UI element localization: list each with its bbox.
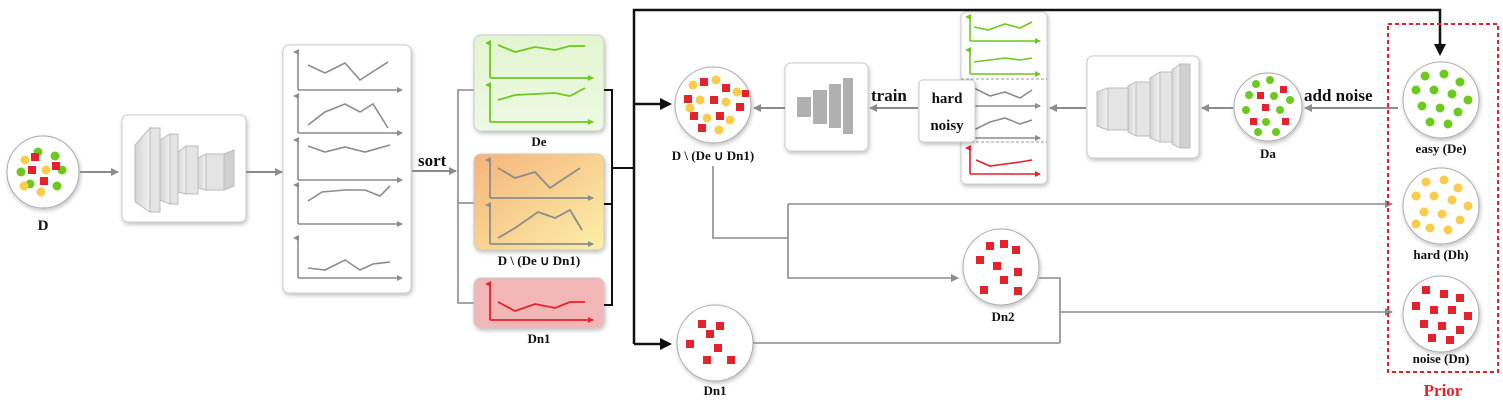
routing-lines	[632, 8, 1446, 350]
label-de: De	[531, 134, 546, 149]
dn1-circle	[676, 304, 754, 382]
label-d-minus-box: D \ (De ∪ Dn1)	[498, 253, 580, 268]
dot-set-icon	[16, 147, 67, 197]
merge-bracket	[604, 89, 634, 306]
dn2-circle	[962, 228, 1040, 306]
label-add-noise: add noise	[1304, 86, 1373, 105]
easy-circle	[1402, 61, 1480, 139]
dot-set-icon	[1242, 76, 1294, 136]
label-easy: easy (De)	[1416, 141, 1467, 156]
label-dn1: Dn1	[703, 383, 726, 398]
dot-set-icon	[686, 320, 735, 364]
flow-to-noise	[1039, 277, 1393, 343]
remaining-set-circle	[674, 66, 752, 144]
hard-candidates-box	[473, 153, 605, 251]
label-dn1-box: Dn1	[527, 331, 550, 346]
curve-panel	[960, 11, 1048, 185]
hard-circle	[1402, 167, 1480, 245]
dot-set-icon	[1411, 175, 1473, 235]
label-sort: sort	[418, 151, 447, 170]
label-hard-word: hard	[932, 91, 964, 107]
network-icon	[784, 62, 869, 152]
noise-circle	[1402, 275, 1480, 353]
hard-noisy-label-box: hard noisy	[918, 79, 976, 143]
label-d: D	[38, 218, 49, 234]
label-d-minus-circle: D \ (De ∪ Dn1)	[672, 148, 754, 163]
label-hard: hard (Dh)	[1413, 247, 1468, 262]
network-icon	[121, 114, 247, 223]
dot-set-icon	[1411, 69, 1473, 129]
dn1-box	[473, 277, 605, 329]
dot-set-icon	[684, 75, 749, 135]
label-noisy-word: noisy	[930, 118, 964, 134]
label-dn2: Dn2	[991, 309, 1014, 324]
dot-set-icon	[976, 240, 1022, 295]
flow-to-hard	[712, 166, 1393, 282]
sort-bracket	[457, 89, 474, 304]
label-da: Da	[1260, 146, 1276, 161]
loss-curve-icon	[282, 44, 412, 294]
prior-box	[1387, 23, 1499, 373]
de-box	[473, 34, 605, 132]
dataset-d-circle	[6, 135, 80, 209]
label-train: train	[871, 86, 907, 105]
da-circle	[1233, 72, 1303, 142]
network-icon	[1086, 55, 1200, 159]
label-prior: Prior	[1424, 381, 1463, 400]
dot-set-icon	[1412, 286, 1472, 344]
label-noise: noise (Dn)	[1413, 351, 1470, 366]
